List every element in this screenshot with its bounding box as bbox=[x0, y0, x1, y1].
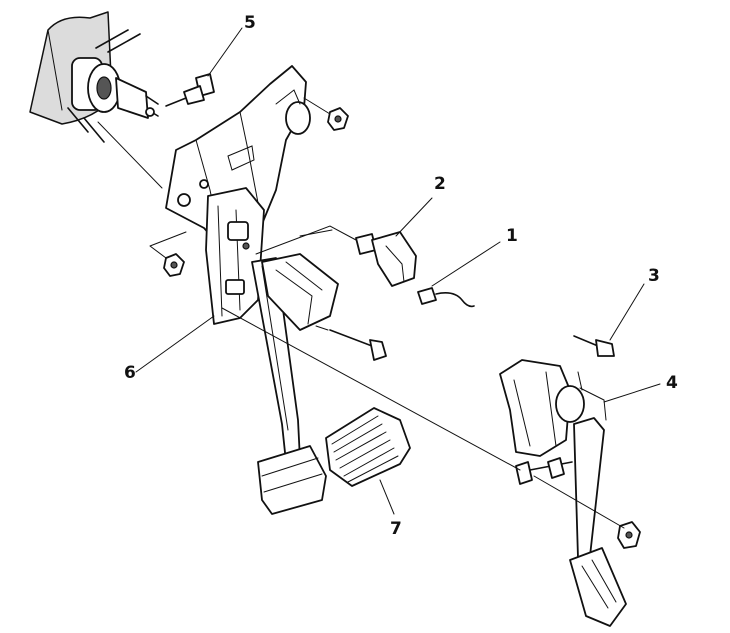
accelerator-pedal-pad bbox=[569, 547, 627, 627]
actuator-bracket bbox=[261, 229, 339, 331]
accelerator-bracket-4 bbox=[499, 359, 661, 457]
callout-3: 3 bbox=[648, 266, 660, 286]
callout-2: 2 bbox=[434, 174, 446, 194]
stop-lamp-switch-2 bbox=[255, 197, 433, 287]
callout-7: 7 bbox=[390, 519, 402, 539]
callout-4: 4 bbox=[666, 373, 678, 393]
callout-5: 5 bbox=[244, 13, 256, 33]
pushrod-pin-5 bbox=[165, 27, 243, 107]
booster-studs bbox=[67, 29, 163, 189]
callout-1: 1 bbox=[506, 226, 518, 246]
lower-bracket-plate bbox=[205, 187, 265, 325]
accelerator-plug-3 bbox=[573, 283, 645, 357]
pedal-pad-cover-7 bbox=[325, 407, 411, 515]
booster-pushrod-assembly bbox=[71, 57, 159, 119]
pivot-bolt-assembly bbox=[515, 457, 641, 549]
callout-6: 6 bbox=[124, 363, 136, 383]
mounting-bolt bbox=[315, 325, 387, 361]
pivot-shaft-lines bbox=[135, 307, 625, 529]
bracket-nuts bbox=[149, 97, 349, 277]
electrical-connector-1 bbox=[417, 241, 501, 308]
accelerator-pedal-arm bbox=[573, 417, 605, 559]
brake-pedal-pad bbox=[257, 445, 327, 515]
